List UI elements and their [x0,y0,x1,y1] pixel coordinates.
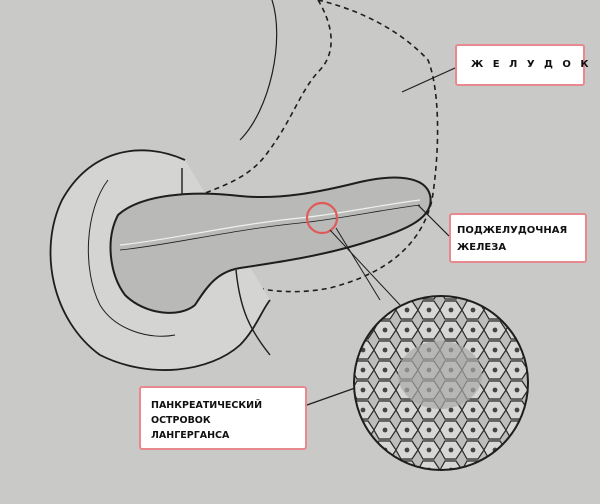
stomach-upper-outline [239,0,278,141]
islet-highlight-circle [305,201,339,235]
islet-label: ПАНКРЕАТИЧЕСКИЙ ОСТРОВОК ЛАНГЕРГАНСА [139,386,307,450]
islet-cell-cluster [398,341,482,409]
islet-label-line-2: ОСТРОВОК [151,415,211,426]
stomach-label: Ж Е Л У Д О К [455,44,592,86]
zoom-line-left [335,227,381,301]
pancreas-leader-line [417,204,450,237]
pancreas-label-line-2: ЖЕЛЕЗА [457,242,507,253]
pancreatic-duct [119,199,421,246]
zoom-line-right [329,229,401,306]
islet-label-line-3: ЛАНГЕРГАНСА [151,430,230,441]
duodenum-inner [87,179,176,337]
stomach-label-text: Ж Е Л У Д О К [471,59,592,70]
stomach-outline [197,0,439,293]
pancreas-label-line-1: ПОДЖЕЛУДОЧНАЯ [457,225,568,236]
stomach-leader-line [401,67,456,93]
pancreas-label: ПОДЖЕЛУДОЧНАЯ ЖЕЛЕЗА [449,213,587,263]
islet-label-line-1: ПАНКРЕАТИЧЕСКИЙ [151,400,263,411]
pancreas-shape [109,176,432,314]
pancreatic-duct-edge [119,204,421,251]
